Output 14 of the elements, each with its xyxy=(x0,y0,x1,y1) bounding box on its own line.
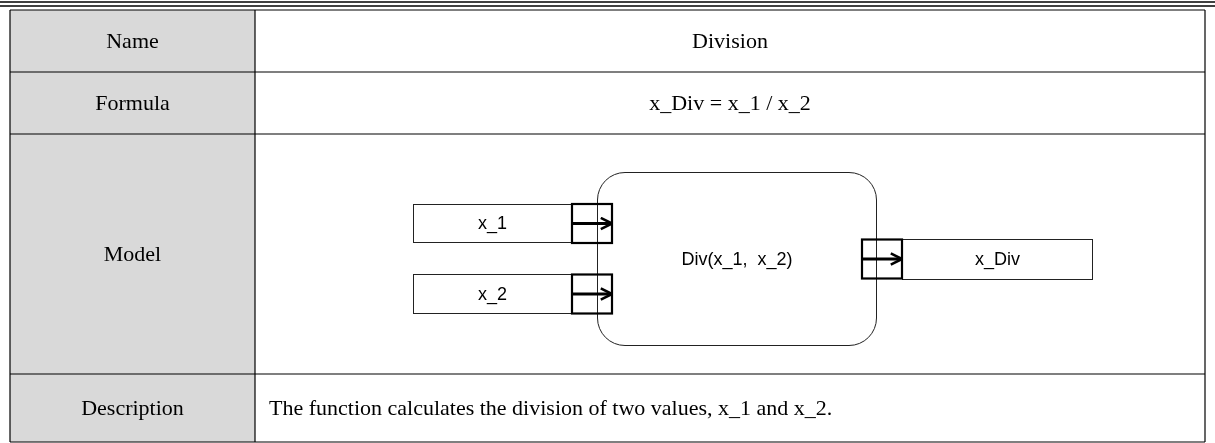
arrow xyxy=(862,252,904,266)
row-header-cell: Model xyxy=(10,134,255,374)
signal-box: x_2 xyxy=(413,274,572,314)
value-text: Division xyxy=(692,28,768,54)
function-block: Div(x_1, x_2) xyxy=(597,172,877,346)
arrow xyxy=(572,216,614,231)
signal-box: x_1 xyxy=(413,204,572,243)
signal-box: x_Div xyxy=(902,239,1093,280)
row-header-cell: Name xyxy=(10,10,255,72)
row-header-cell: Formula xyxy=(10,72,255,134)
description-text: The function calculates the division of two values, x_1 and x_2. xyxy=(269,395,833,421)
row-header-cell: Description xyxy=(10,374,255,442)
value-text: x_Div = x_1 / x_2 xyxy=(649,90,811,116)
arrow xyxy=(572,287,614,301)
